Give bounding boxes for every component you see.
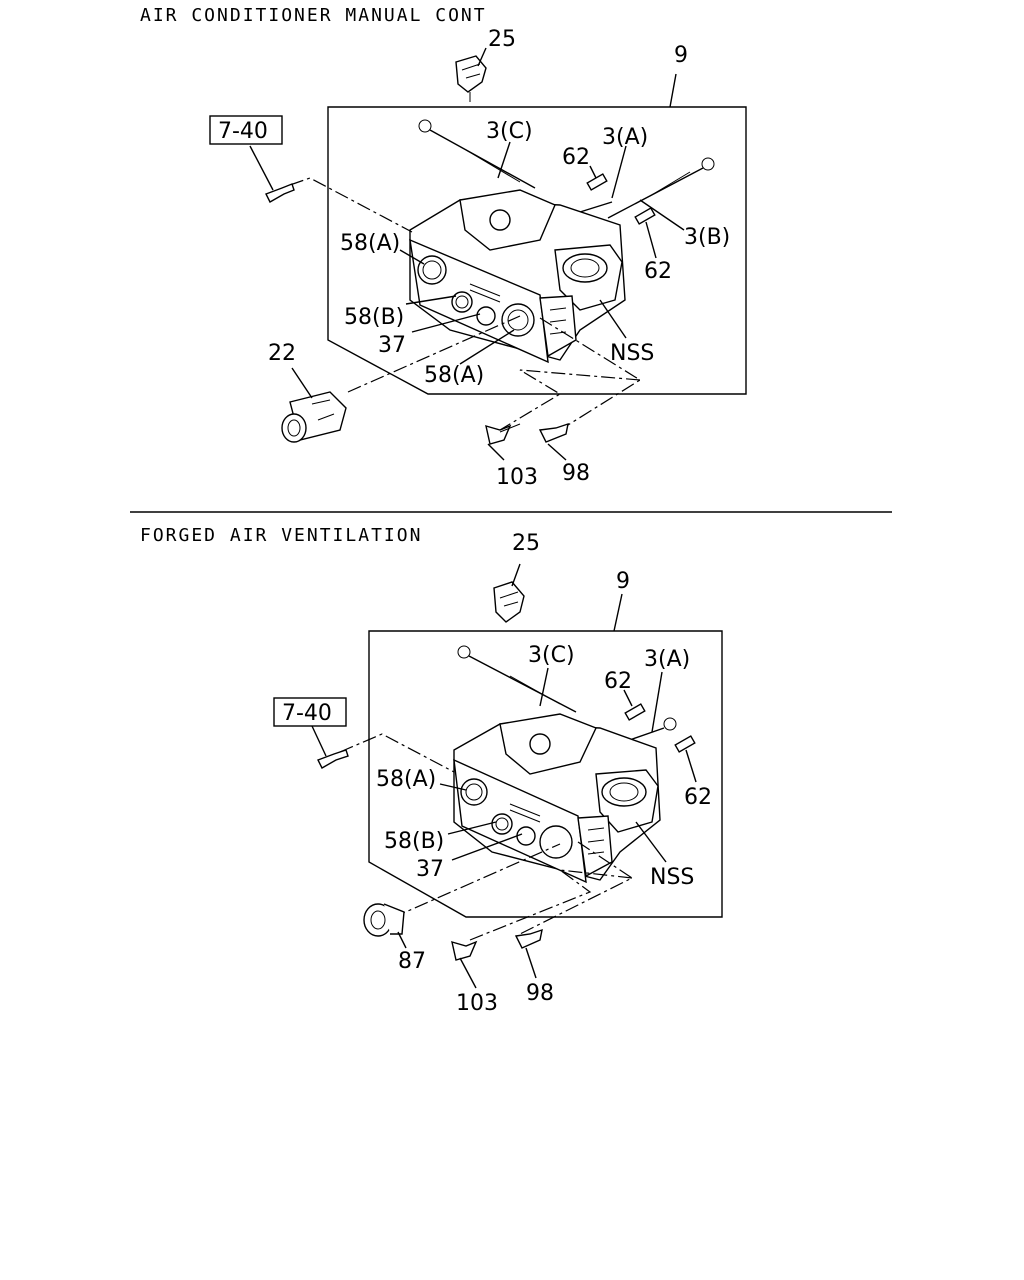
screw-98: [538, 422, 569, 461]
leader-62a: [589, 165, 597, 179]
label-9: 9: [616, 569, 630, 594]
label-9: 9: [674, 43, 688, 68]
leader-37: [451, 833, 523, 861]
label-103: 103: [456, 991, 498, 1016]
label-22: 22: [268, 341, 296, 366]
label-62-upper: 62: [562, 145, 590, 170]
ref-box-label: 7-40: [218, 119, 268, 144]
switch-part-22: [281, 367, 347, 443]
leader-62a: [623, 689, 633, 707]
label-nss: NSS: [650, 865, 694, 890]
clip-part-25: [493, 563, 525, 623]
leader-3c: [539, 667, 549, 707]
label-25: 25: [488, 27, 516, 52]
leader-37: [411, 313, 481, 333]
control-cables: [418, 119, 715, 219]
section-title: FORGED AIR VENTILATION: [140, 525, 422, 546]
leader-58b: [405, 295, 457, 305]
label-3c: 3(C): [528, 643, 575, 668]
ref-box: [209, 115, 283, 145]
leader-bolt: [289, 177, 413, 233]
leader-9: [613, 593, 623, 632]
leader-58a: [439, 783, 467, 791]
label-58a: 58(A): [376, 767, 436, 792]
control-cables: [457, 645, 677, 743]
ref-box: [273, 697, 347, 727]
label-3b: 3(B): [684, 225, 730, 250]
leader-58b: [447, 821, 497, 835]
screw-103: [451, 940, 478, 989]
label-3c: 3(C): [486, 119, 533, 144]
leader-3c: [497, 141, 511, 179]
leader-bolt: [339, 733, 455, 773]
label-98: 98: [562, 461, 590, 486]
bolt-7-40: [311, 725, 349, 769]
pin-62-lower: [674, 735, 696, 753]
screw-103: [485, 423, 521, 461]
leader-nss: [635, 821, 667, 863]
leader-screws: [469, 841, 634, 941]
leader-3a: [651, 671, 663, 733]
label-nss: NSS: [610, 341, 654, 366]
assembly-frame: [327, 106, 747, 395]
label-3a: 3(A): [644, 647, 690, 672]
section-forged-air: FORGED AIR VENTILATION: [140, 525, 723, 1016]
ref-box-label: 7-40: [282, 701, 332, 726]
pin-62-upper: [624, 703, 646, 721]
label-98: 98: [526, 981, 554, 1006]
leader-3b: [639, 199, 685, 231]
label-58a-upper: 58(A): [340, 231, 400, 256]
label-58a-lower: 58(A): [424, 363, 484, 388]
leader-62b: [645, 221, 657, 259]
section-title: AIR CONDITIONER MANUAL CONT: [140, 5, 487, 26]
leader-cap: [391, 843, 561, 919]
label-37: 37: [378, 333, 406, 358]
bolt-7-40: [249, 145, 295, 203]
leader-screws: [499, 317, 642, 431]
clip-part-25: [455, 47, 487, 102]
leader-3a: [611, 145, 627, 199]
label-3a: 3(A): [602, 125, 648, 150]
label-37: 37: [416, 857, 444, 882]
pin-62-upper: [586, 173, 608, 191]
leader-9: [669, 73, 677, 108]
pin-62-lower: [634, 207, 656, 225]
leader-58a2: [459, 329, 515, 365]
leader-nss: [599, 299, 627, 339]
label-62-lower: 62: [684, 785, 712, 810]
control-unit-body: [409, 189, 626, 364]
leader-58a1: [399, 249, 425, 265]
label-58b: 58(B): [344, 305, 404, 330]
leader-switch: [347, 315, 521, 393]
cap-part-87: [363, 903, 407, 949]
assembly-frame: [368, 630, 723, 918]
label-58b: 58(B): [384, 829, 444, 854]
label-25: 25: [512, 531, 540, 556]
leader-62b: [685, 749, 697, 783]
screw-98: [514, 928, 543, 979]
label-62-upper: 62: [604, 669, 632, 694]
label-62-lower: 62: [644, 259, 672, 284]
section-air-conditioner: AIR CONDITIONER MANUAL CONT: [140, 5, 747, 490]
control-unit-body: [453, 713, 661, 884]
label-103: 103: [496, 465, 538, 490]
label-87: 87: [398, 949, 426, 974]
